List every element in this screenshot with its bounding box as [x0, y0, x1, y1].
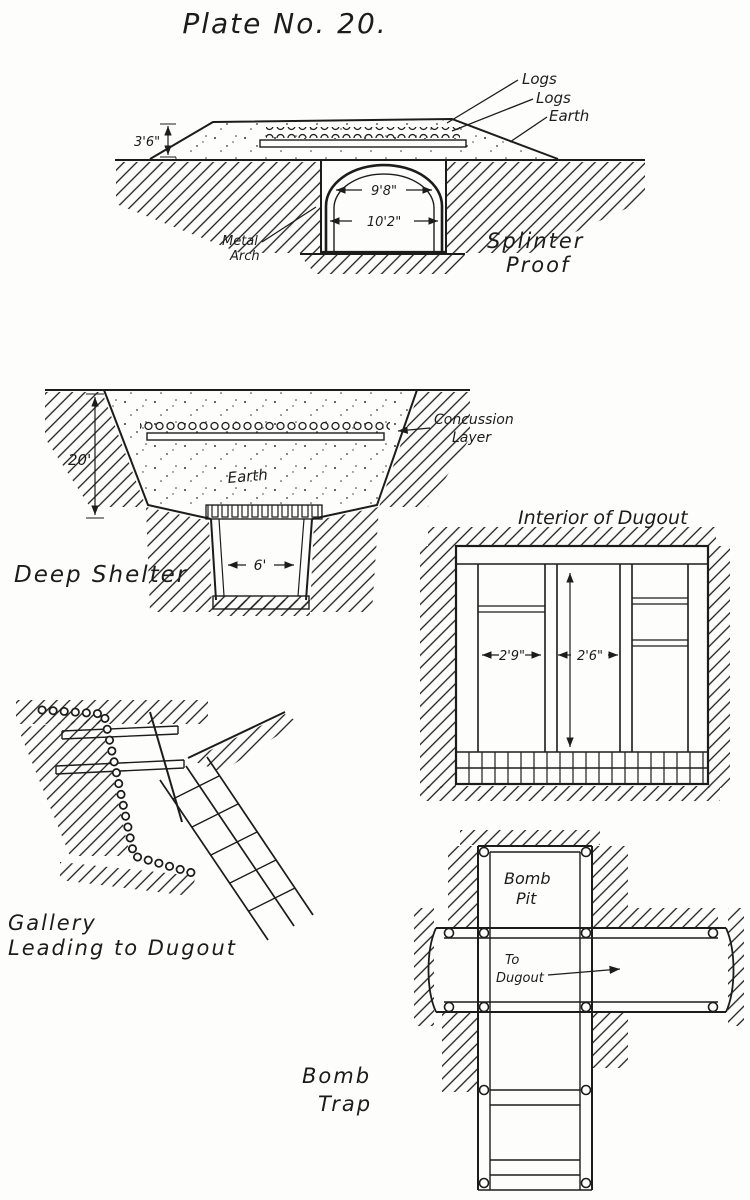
deep-shelter-figure: Concussion Layer 20' Earth 6' Deep Shelt…	[14, 389, 514, 616]
bomb-pit-label-line2: Pit	[516, 889, 537, 908]
deep-shelter-caption: Deep Shelter	[14, 562, 188, 588]
arch-width-dimensions	[330, 186, 438, 225]
concussion-plank	[146, 432, 385, 441]
logs-label-bottom: Logs	[536, 89, 571, 107]
earth-fill	[104, 391, 417, 505]
concussion-leader-arrow	[397, 426, 431, 434]
metal-arch-inner	[333, 173, 435, 252]
bomb-trap-caption-line1: Bomb	[302, 1064, 371, 1088]
earth-mound-fill	[150, 119, 558, 159]
log-layer-row	[266, 127, 460, 138]
to-dugout-label-line2: Dugout	[496, 971, 545, 986]
gallery-caption-line1: Gallery	[8, 911, 97, 935]
gallery-rungs	[172, 775, 296, 912]
wall-posts	[477, 564, 689, 752]
concussion-label-line1: Concussion	[434, 412, 514, 428]
earth-label: Earth	[549, 107, 589, 125]
excavation-left-wall	[103, 389, 212, 520]
surface-slope-line	[187, 711, 286, 759]
depth-value: 20'	[68, 451, 91, 469]
splinter-proof-figure: Logs Logs Earth 3'6" 9'8" 10'2" Metal Ar…	[115, 70, 645, 277]
splinter-proof-caption-line1: Splinter	[487, 229, 584, 253]
shaft-walls-outer	[210, 518, 313, 601]
plank-layer	[259, 139, 467, 148]
depth-dimension	[86, 393, 104, 519]
concussion-label-line2: Layer	[452, 430, 492, 446]
cross-trench-inner	[444, 937, 718, 1003]
gallery-caption-line2: Leading to Dugout	[8, 936, 237, 960]
vertical-trench-inner	[489, 851, 581, 1190]
arch-outer-width-value: 10'2"	[367, 215, 401, 230]
concussion-log-row	[140, 419, 390, 431]
post-head-circles	[443, 846, 719, 1189]
shaft-width-value: 6'	[254, 558, 267, 574]
bomb-pit-label-line1: Bomb	[504, 869, 551, 888]
cross-trench-left-end	[427, 927, 437, 1013]
left-bay-width-value: 2'9"	[499, 649, 525, 664]
earth-label: Earth	[227, 466, 269, 487]
sandbag-chain-inner	[39, 707, 199, 877]
floor-lines	[456, 751, 708, 769]
bomb-trap-caption-line2: Trap	[318, 1092, 372, 1116]
cover-height-dimension	[160, 123, 176, 158]
interior-dugout-hatching	[420, 527, 730, 801]
logs-label-top: Logs	[522, 70, 557, 88]
cover-height-value: 3'6"	[134, 135, 160, 150]
to-dugout-arrow	[547, 965, 621, 976]
splinter-proof-caption-line2: Proof	[506, 253, 572, 277]
interior-dugout-figure: Interior of Dugout 2'9" 2'6"	[420, 507, 730, 801]
inclined-gallery-rails	[159, 756, 314, 941]
bottom-planks	[478, 1089, 592, 1191]
dugout-frame	[454, 544, 710, 786]
arch-inner-width-value: 9'8"	[371, 184, 397, 199]
metal-arch-outer	[324, 163, 444, 252]
shaft-walls-inner	[218, 518, 305, 597]
cross-trench-outer	[436, 927, 726, 1013]
earth-mound-outline	[149, 117, 559, 160]
leader-lines	[261, 79, 548, 243]
splinter-proof-ground-hatching	[116, 162, 645, 274]
pit-walls	[300, 161, 465, 255]
plate-title: Plate No. 20.	[182, 7, 387, 40]
center-bay-width-value: 2'6"	[577, 649, 603, 664]
to-dugout-label-line1: To	[505, 953, 519, 968]
gallery-hatching	[16, 700, 298, 896]
metal-arch-label-line1: Metal	[222, 234, 258, 249]
vertical-trench-outer	[477, 845, 593, 1190]
bomb-trap-hatching	[414, 830, 744, 1092]
timber-sill-row	[205, 504, 323, 520]
bomb-trap-figure: Bomb Pit To Dugout Bomb Trap	[302, 830, 744, 1191]
side-rails	[478, 597, 688, 647]
shaft-floor	[212, 595, 310, 610]
interior-dugout-title: Interior of Dugout	[518, 507, 689, 529]
gallery-figure: Gallery Leading to Dugout	[8, 700, 314, 960]
deep-shelter-ground-hatching	[45, 392, 470, 616]
cross-trench-right-end	[725, 927, 735, 1013]
metal-arch-label-line2: Arch	[229, 249, 260, 264]
